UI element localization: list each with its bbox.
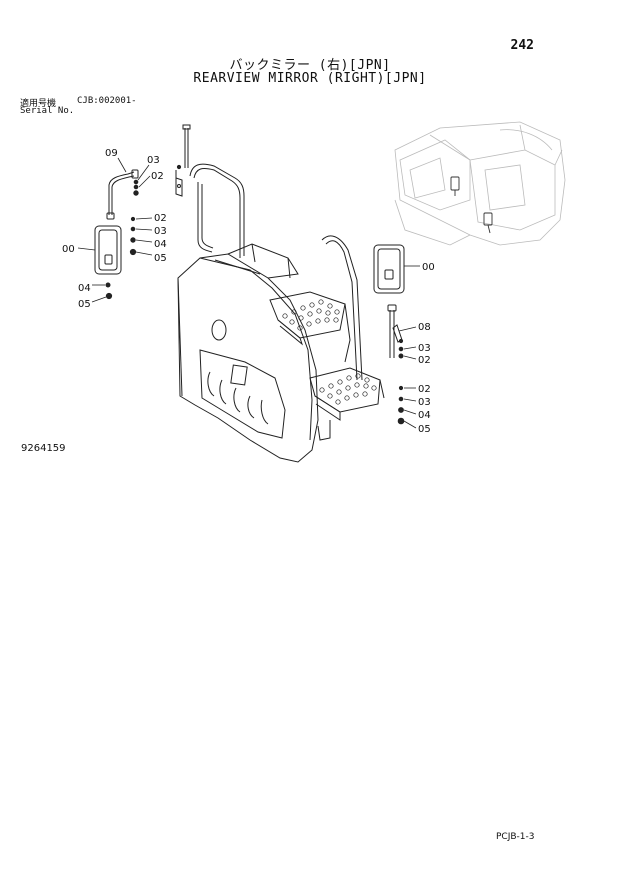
catalog-code: PCJB-1-3 — [496, 832, 535, 842]
label-left-mirror-washer: 02 — [154, 213, 167, 224]
title-english: REARVIEW MIRROR (RIGHT)[JPN] — [193, 71, 427, 86]
label-right-lower-nut: 04 — [418, 410, 431, 421]
label-right-stay: 08 — [418, 322, 431, 333]
serial-value: CJB:002001- — [77, 96, 137, 106]
label-right-upper-screw: 03 — [418, 343, 431, 354]
label-left-lower-nut: 04 — [78, 283, 91, 294]
right-fasteners — [397, 338, 405, 425]
serial-label-english: Serial No. — [20, 106, 75, 116]
label-left-mirror-screw: 03 — [154, 226, 167, 237]
left-mirror-assembly — [94, 164, 183, 275]
label-left-mirror: 00 — [62, 244, 75, 255]
leader-lines — [77, 157, 420, 429]
cab-step-body-illustration — [177, 124, 385, 463]
label-left-washer: 02 — [151, 171, 164, 182]
serial-label-japanese: 適用号機 — [20, 99, 57, 109]
label-left-stay: 09 — [105, 148, 118, 159]
label-right-lower-bolt: 05 — [418, 424, 431, 435]
label-right-lower-washer: 02 — [418, 384, 431, 395]
part-labels: 09 03 02 02 03 04 05 00 04 05 00 08 03 0… — [62, 148, 435, 435]
machine-overview-illustration — [394, 121, 566, 246]
page-number: 242 — [510, 38, 534, 53]
label-left-mirror-nut: 04 — [154, 239, 167, 250]
figure-number: 9264159 — [21, 443, 66, 454]
left-fasteners — [105, 179, 139, 300]
label-right-upper-washer: 02 — [418, 355, 431, 366]
label-left-mirror-bolt: 05 — [154, 253, 167, 264]
title-japanese: バックミラー (右)[JPN] — [229, 58, 391, 73]
label-left-lower-bolt: 05 — [78, 299, 91, 310]
label-right-mirror: 00 — [422, 262, 435, 273]
label-left-screw: 03 — [147, 155, 160, 166]
right-mirror-assembly — [373, 244, 405, 358]
label-right-lower-screw: 03 — [418, 397, 431, 408]
